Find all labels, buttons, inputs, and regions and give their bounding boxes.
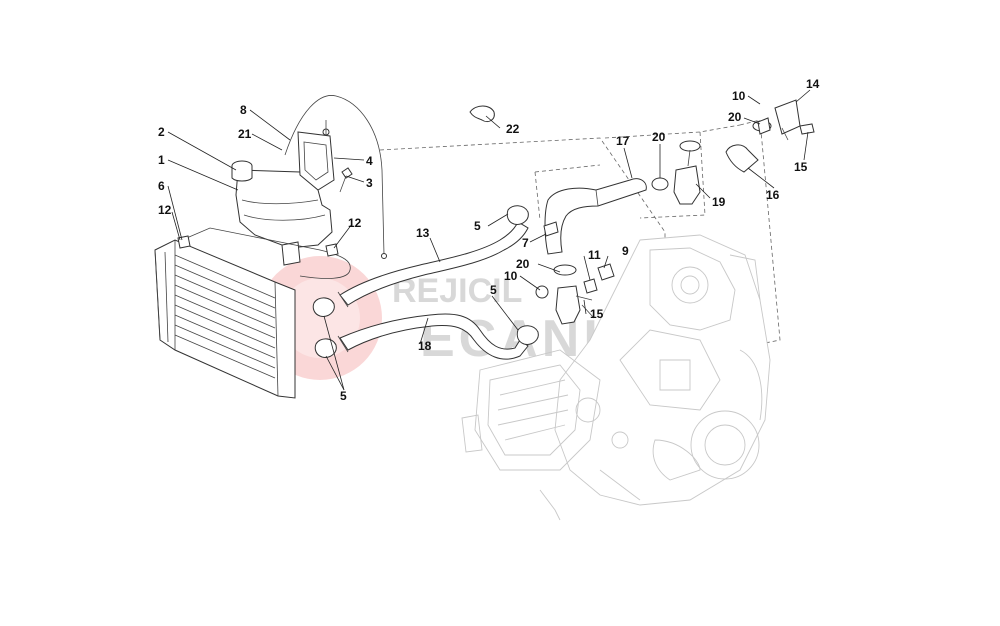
radiator xyxy=(154,239,296,399)
callout-12b: 12 xyxy=(348,216,362,230)
bracket-plate xyxy=(297,120,335,191)
thermostat-upper xyxy=(651,99,815,205)
callout-6: 6 xyxy=(158,179,165,193)
callout-2: 2 xyxy=(158,125,165,139)
callout-9: 9 xyxy=(622,244,629,258)
callout-15a: 15 xyxy=(590,307,604,321)
overflow-hose xyxy=(284,95,387,259)
callout-5a: 5 xyxy=(474,219,481,233)
clip-7 xyxy=(543,221,559,237)
callout-22: 22 xyxy=(506,122,520,136)
callout-21: 21 xyxy=(238,127,252,141)
callout-15b: 15 xyxy=(794,160,808,174)
callout-16: 16 xyxy=(766,188,780,202)
hose-clamps xyxy=(312,205,539,358)
callout-20c: 20 xyxy=(728,110,742,124)
callout-17: 17 xyxy=(616,134,630,148)
expansion-tank xyxy=(235,169,333,266)
callout-1: 1 xyxy=(158,153,165,167)
screw xyxy=(339,167,353,193)
callout-14: 14 xyxy=(806,77,820,91)
engine xyxy=(461,234,771,521)
callout-7: 7 xyxy=(522,236,529,250)
outlet-pipe xyxy=(544,178,647,255)
leader-lines xyxy=(167,89,811,391)
callout-4: 4 xyxy=(366,154,373,168)
callout-10a: 10 xyxy=(504,269,518,283)
callout-8: 8 xyxy=(240,103,247,117)
callout-10b: 10 xyxy=(732,89,746,103)
callout-5c: 5 xyxy=(340,389,347,403)
callout-5b: 5 xyxy=(490,283,497,297)
callouts: 1 2 3 4 5 5 5 6 7 8 9 10 10 11 12 12 13 … xyxy=(158,77,820,403)
callout-12a: 12 xyxy=(158,203,172,217)
filler-cap xyxy=(231,160,253,182)
callout-20a: 20 xyxy=(516,257,530,271)
breather-pipe xyxy=(181,227,351,279)
callout-13: 13 xyxy=(416,226,430,240)
callout-18: 18 xyxy=(418,339,432,353)
thermostat-housing-lower xyxy=(535,263,615,325)
callout-19: 19 xyxy=(712,195,726,209)
watermark-line1: REJICIL xyxy=(392,272,522,310)
hose-13 xyxy=(337,221,529,308)
callout-20b: 20 xyxy=(652,130,666,144)
clip-22 xyxy=(469,105,495,123)
callout-3: 3 xyxy=(366,176,373,190)
hose-18 xyxy=(337,313,529,360)
callout-11: 11 xyxy=(588,248,601,262)
